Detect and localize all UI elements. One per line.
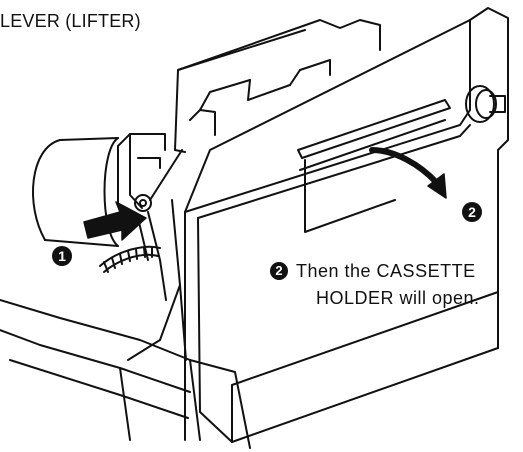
caption-step-marker: 2	[270, 262, 288, 280]
curved-arrow-icon	[369, 147, 447, 199]
arrow-right-icon	[83, 201, 147, 241]
lever-bracket	[117, 133, 187, 361]
step-2-marker: 2	[462, 202, 482, 222]
lever-lifter-label: LEVER (LIFTER)	[0, 11, 141, 31]
drum-cylinder	[32, 137, 119, 247]
step-1-marker: 1	[52, 246, 72, 266]
caption-line-2: HOLDER will open.	[316, 288, 480, 308]
caption-line-1: Then the CASSETTE	[296, 261, 476, 281]
cassette-holder	[184, 7, 509, 443]
back-frame	[174, 19, 381, 153]
gear-segment	[99, 245, 161, 273]
chassis-base	[0, 299, 251, 449]
